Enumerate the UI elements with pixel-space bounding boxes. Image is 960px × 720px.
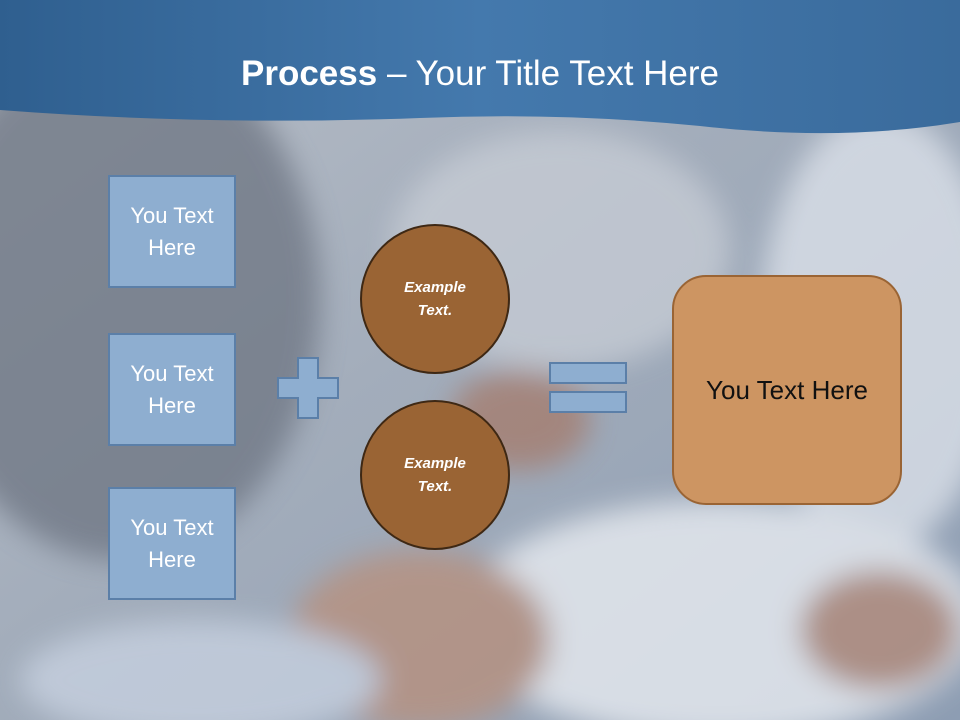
input-box-label: You Text Here bbox=[130, 202, 214, 260]
input-box-3: You Text Here bbox=[108, 487, 236, 600]
slide-title: Process – Your Title Text Here bbox=[0, 52, 960, 96]
result-label: You Text Here bbox=[706, 374, 868, 405]
equals-icon bbox=[549, 362, 627, 413]
example-circle-1: Example Text. bbox=[360, 224, 510, 374]
input-box-1: You Text Here bbox=[108, 175, 236, 288]
circle-label: Example Text. bbox=[404, 455, 466, 495]
circle-label: Example Text. bbox=[404, 279, 466, 319]
title-strong: Process bbox=[241, 54, 378, 93]
input-box-label: You Text Here bbox=[130, 514, 214, 572]
input-box-label: You Text Here bbox=[130, 360, 214, 418]
example-circle-2: Example Text. bbox=[360, 400, 510, 550]
input-box-2: You Text Here bbox=[108, 333, 236, 446]
header-band bbox=[0, 0, 960, 134]
plus-icon bbox=[277, 357, 339, 419]
title-rest: – Your Title Text Here bbox=[377, 54, 719, 93]
result-box: You Text Here bbox=[672, 275, 902, 505]
